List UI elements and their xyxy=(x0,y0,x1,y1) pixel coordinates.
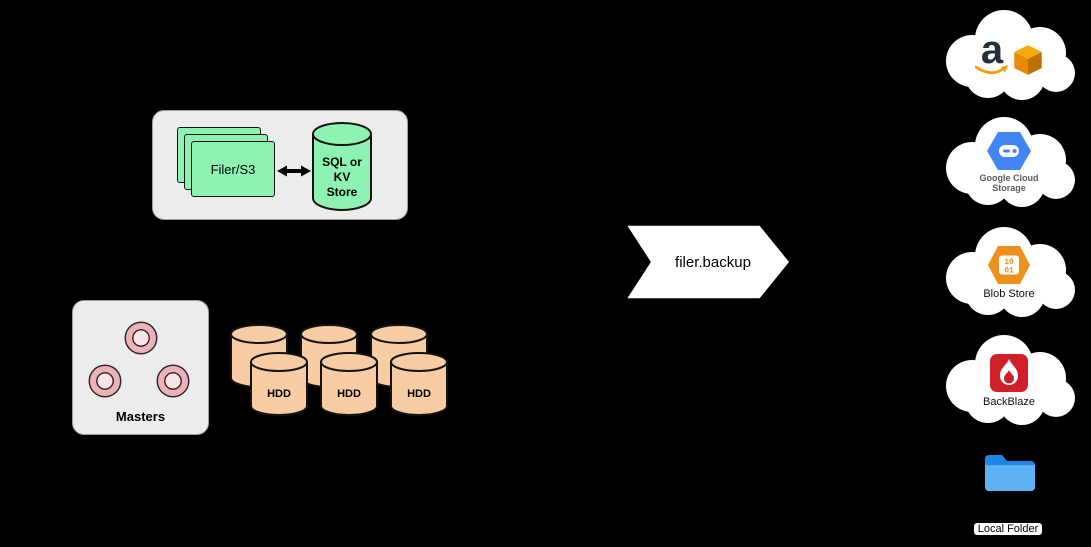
cloud-aws: a xyxy=(933,5,1085,105)
database-cylinder-icon xyxy=(312,122,372,211)
filer-cluster-box: Filer/S3 SQL or KV Store xyxy=(152,110,408,220)
volume-servers-group: HDD HDD HDD xyxy=(230,324,465,424)
store-label: SQL or KV Store xyxy=(311,155,373,200)
google-cloud-storage-icon xyxy=(987,132,1031,170)
gcs-label-line2: Storage xyxy=(992,183,1026,193)
local-folder-label: Local Folder xyxy=(973,523,1043,535)
cloud-backblaze: BackBlaze xyxy=(933,330,1085,430)
local-folder xyxy=(982,450,1038,496)
gcs-label-line1: Google Cloud xyxy=(979,173,1039,183)
banner-label: filer.backup xyxy=(675,253,751,271)
blob-store-label: Blob Store xyxy=(983,287,1035,300)
blob-store-icon: 10 01 xyxy=(988,245,1030,284)
store-label-line2: KV xyxy=(333,170,351,184)
filer-backup-banner: filer.backup xyxy=(624,224,791,300)
hdd-label: HDD xyxy=(267,388,291,400)
cloud-google-cloud-storage: Google Cloud Storage xyxy=(933,112,1085,212)
filer-stack-rect-front: Filer/S3 xyxy=(191,141,275,197)
hdd-cylinder: HDD xyxy=(250,352,308,416)
hdd-label: HDD xyxy=(337,388,361,400)
masters-label: Masters xyxy=(115,409,166,424)
hdd-cylinder-icon xyxy=(320,352,378,416)
aws-logo-icon: a xyxy=(975,27,1043,76)
aws-smile-icon xyxy=(975,64,1008,74)
master-node-icon xyxy=(90,366,120,396)
hdd-cylinder: HDD xyxy=(320,352,378,416)
double-arrow-icon xyxy=(277,165,311,177)
hdd-label: HDD xyxy=(407,388,431,400)
master-node-icon xyxy=(126,323,156,353)
blob-binary-line2: 01 xyxy=(1004,266,1014,275)
aws-letter: a xyxy=(980,27,1004,72)
hdd-cylinder-icon xyxy=(390,352,448,416)
hdd-cylinder: HDD xyxy=(390,352,448,416)
store-label-line1: SQL or xyxy=(322,155,362,169)
filer-label: Filer/S3 xyxy=(210,161,256,177)
store-label-line3: Store xyxy=(326,185,358,199)
sql-kv-store-cylinder: SQL or KV Store xyxy=(311,121,373,213)
local-folder-icon xyxy=(985,455,1035,491)
master-node-icon xyxy=(158,366,188,396)
backblaze-flame-icon xyxy=(990,353,1028,392)
cloud-blob-store: 10 01 Blob Store xyxy=(933,222,1085,322)
hdd-cylinder-icon xyxy=(250,352,308,416)
backblaze-label: BackBlaze xyxy=(983,395,1035,408)
masters-box: Masters xyxy=(72,300,209,435)
banner-arrow-shape xyxy=(624,224,791,300)
blob-binary-line1: 10 xyxy=(1004,258,1014,267)
local-folder-label-wrap: Local Folder xyxy=(933,519,1083,537)
gcs-label: Google Cloud Storage xyxy=(980,173,1039,193)
aws-cube-icon xyxy=(1014,44,1042,75)
